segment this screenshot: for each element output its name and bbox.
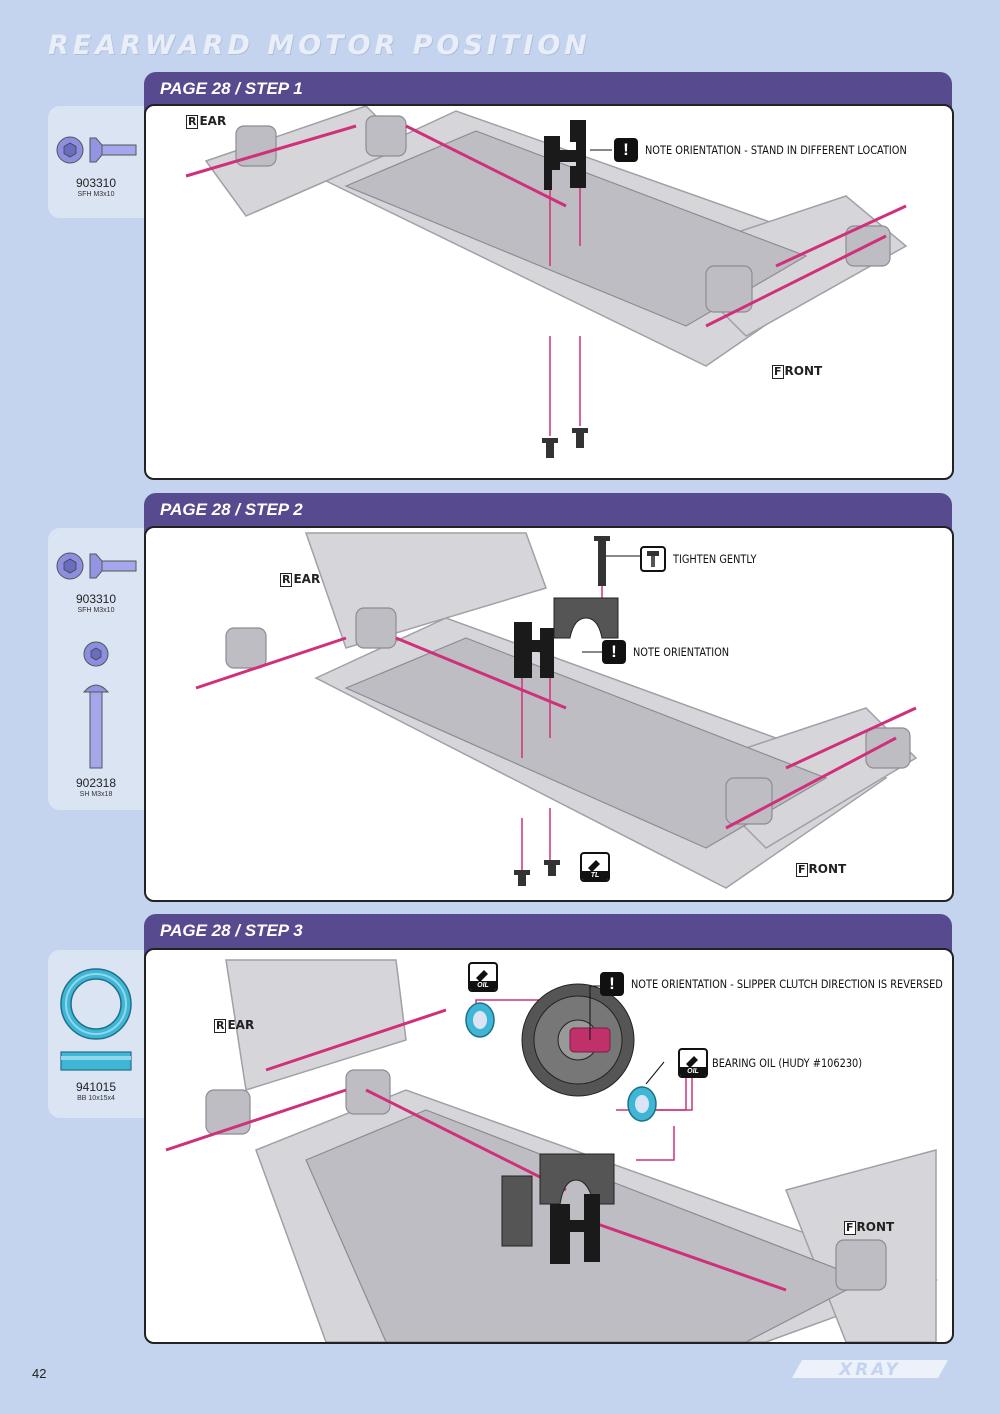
page-number: 42 [32,1366,47,1381]
note-orientation: ! NOTE ORIENTATION [602,640,746,664]
page-title: REARWARD MOTOR POSITION [48,30,591,61]
note-text: TIGHTEN GENTLY [673,552,757,566]
brand-logo: XRAY [790,1358,950,1380]
step-3-illustration [165,959,939,1342]
threadlock-icon: TL [580,852,610,882]
warning-icon: ! [614,138,638,162]
ball-bearing-icon [60,968,132,1071]
part-desc: SFH M3x10 [77,191,115,198]
note-text: NOTE ORIENTATION [633,645,730,659]
step-2-title: PAGE 28 / STEP 2 [160,500,303,519]
warning-icon: ! [600,972,624,996]
step-2-parts-box: 903310 SFH M3x10 902318 SH M3x18 [48,528,144,810]
part-902318: 902318 SH M3x18 [48,638,144,799]
part-desc: SH M3x18 [79,791,113,798]
note-slipper-orientation: ! NOTE ORIENTATION - SLIPPER CLUTCH DIRE… [600,972,952,996]
oil-icon: OIL [678,1048,708,1078]
oil-icon: OIL [468,962,498,992]
oil-tag: OIL [680,1067,706,1076]
flat-head-screw-icon [56,552,137,580]
part-903310: 903310 SFH M3x10 [48,548,144,615]
part-903310: 903310 SFH M3x10 [48,132,144,199]
socket-head-screw-icon [82,641,110,769]
step-1-illustration [185,106,908,458]
part-code: 903310 [75,176,117,190]
part-desc: BB 10x15x4 [77,1095,115,1102]
note-text: NOTE ORIENTATION - SLIPPER CLUTCH DIRECT… [631,977,943,991]
part-code: 941015 [75,1080,117,1094]
step-1-title: PAGE 28 / STEP 1 [160,79,303,98]
flat-head-screw-icon [56,136,137,164]
note-tighten-gently: TIGHTEN GENTLY [640,546,771,572]
part-code: 903310 [75,592,117,606]
brand-text: XRAY [838,1360,901,1380]
oil-tag: OIL [470,981,496,990]
step-2-illustration [195,532,918,889]
step-3-parts-box: 941015 BB 10x15x4 [48,950,144,1118]
note-text: NOTE ORIENTATION - STAND IN DIFFERENT LO… [645,143,907,157]
step-3-title: PAGE 28 / STEP 3 [160,921,303,940]
note-bearing-oil: OIL BEARING OIL (HUDY #106230) [678,1048,889,1078]
step-1-parts-box: 903310 SFH M3x10 [48,106,144,218]
part-941015: 941015 BB 10x15x4 [48,958,144,1103]
part-code: 902318 [75,776,117,790]
part-desc: SFH M3x10 [77,607,115,614]
note-orientation: ! NOTE ORIENTATION - STAND IN DIFFERENT … [614,138,952,162]
warning-icon: ! [602,640,626,664]
note-text: BEARING OIL (HUDY #106230) [712,1056,863,1070]
threadlock-tag: TL [582,871,608,880]
screw-tool-icon [640,546,666,572]
